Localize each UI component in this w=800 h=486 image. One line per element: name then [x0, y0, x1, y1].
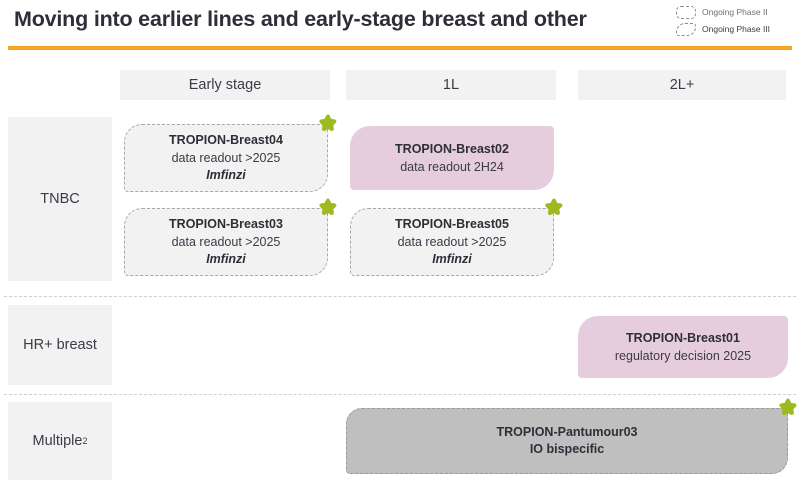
star-icon [543, 197, 565, 219]
study-title: TROPION-Breast04 [169, 133, 283, 147]
legend-label-phase-3: Ongoing Phase III [702, 24, 771, 34]
legend-item-phase-2: Ongoing Phase II [676, 4, 796, 20]
column-header-2l-plus: 2L+ [578, 70, 786, 100]
study-box-tropion-breast03[interactable]: TROPION-Breast03 data readout >2025 Imfi… [124, 208, 328, 276]
study-title: TROPION-Pantumour03 [496, 425, 638, 439]
row-label-hr-breast-text: HR+ breast [23, 337, 97, 353]
row-label-hr-breast: HR+ breast [8, 305, 112, 385]
row-label-tnbc-text: TNBC [40, 191, 80, 207]
legend-item-phase-3: Ongoing Phase III [676, 21, 796, 37]
study-drug: Imfinzi [206, 168, 246, 182]
study-box-tropion-breast01[interactable]: TROPION-Breast01 regulatory decision 202… [578, 316, 788, 378]
study-box-tropion-breast05[interactable]: TROPION-Breast05 data readout >2025 Imfi… [350, 208, 554, 276]
study-title: TROPION-Breast03 [169, 217, 283, 231]
star-icon [777, 397, 799, 419]
page-title: Moving into earlier lines and early-stag… [14, 7, 587, 31]
row-label-multiple-footnote: 2 [82, 436, 88, 446]
star-icon [317, 197, 339, 219]
study-title: TROPION-Breast05 [395, 217, 509, 231]
study-box-tropion-breast04[interactable]: TROPION-Breast04 data readout >2025 Imfi… [124, 124, 328, 192]
study-box-tropion-breast02[interactable]: TROPION-Breast02 data readout 2H24 [350, 126, 554, 190]
dashed-rounded-box-icon [676, 5, 696, 19]
legend: Ongoing Phase II Ongoing Phase III [676, 4, 796, 38]
row-separator [4, 296, 796, 297]
title-divider-rule [8, 46, 792, 50]
study-title: TROPION-Breast01 [626, 330, 740, 345]
study-box-tropion-pantumour03[interactable]: TROPION-Pantumour03 IO bispecific [346, 408, 788, 474]
row-label-tnbc: TNBC [8, 117, 112, 281]
study-readout: data readout >2025 [397, 235, 507, 249]
row-label-multiple-text: Multiple [32, 433, 83, 449]
study-modality: IO bispecific [529, 442, 605, 456]
study-drug: Imfinzi [206, 252, 246, 266]
study-readout: data readout >2025 [171, 235, 281, 249]
study-readout: data readout >2025 [171, 151, 281, 165]
column-header-1l: 1L [346, 70, 556, 100]
legend-label-phase-2: Ongoing Phase II [702, 7, 768, 17]
row-separator [4, 394, 796, 395]
study-readout: regulatory decision 2025 [614, 348, 752, 363]
star-icon [317, 113, 339, 135]
dashed-speech-box-icon [676, 22, 696, 36]
study-drug: Imfinzi [432, 252, 472, 266]
study-readout: data readout 2H24 [400, 159, 504, 174]
column-header-early-stage: Early stage [120, 70, 330, 100]
study-title: TROPION-Breast02 [395, 141, 509, 156]
